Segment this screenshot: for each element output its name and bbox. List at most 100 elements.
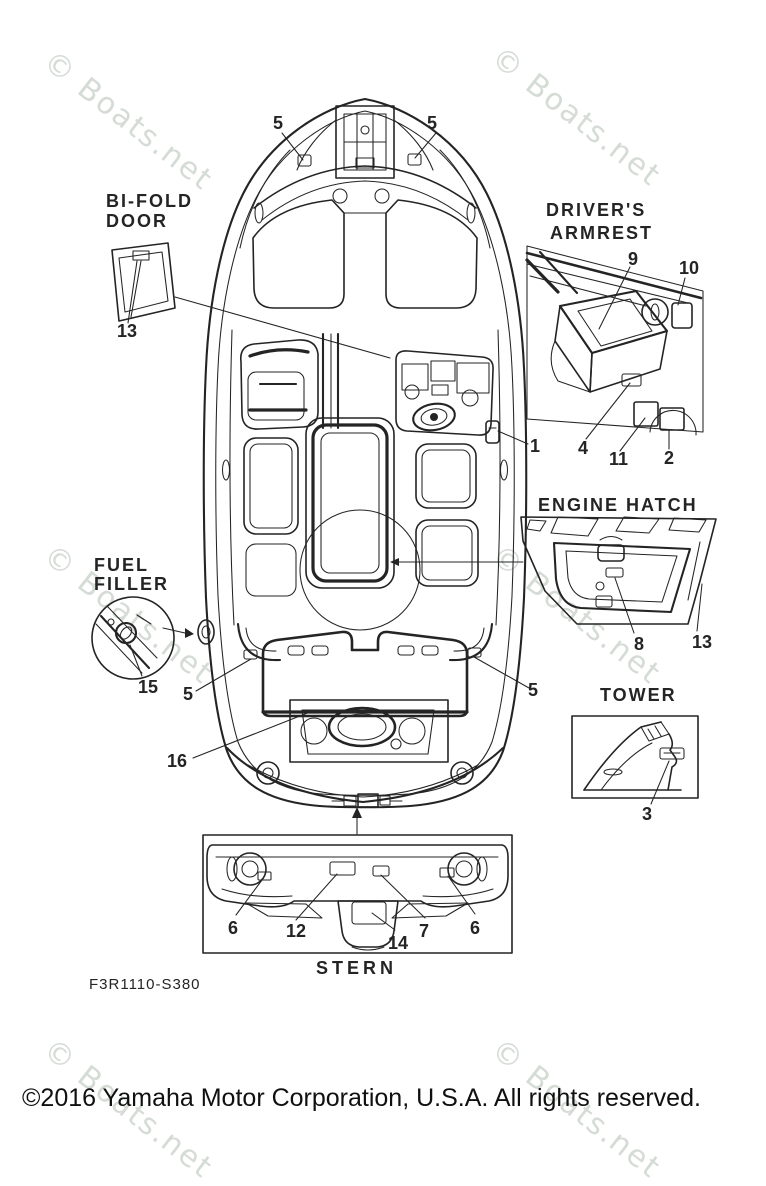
callout-13-bifold-label: 13 bbox=[117, 321, 138, 341]
stern-platform bbox=[225, 746, 505, 808]
rear-bench-seat bbox=[261, 630, 469, 718]
port-mid-scupper bbox=[221, 459, 231, 481]
heading-engine-hatch: ENGINE HATCH bbox=[538, 495, 698, 515]
callout-10-label: 10 bbox=[679, 258, 700, 278]
heading-tower: TOWER bbox=[600, 685, 677, 705]
labels-layer: BI-FOLD DOOR DRIVER'S ARMREST ENGINE HAT… bbox=[22, 113, 713, 1112]
fuel-filler-cap bbox=[197, 619, 215, 645]
leader-7 bbox=[380, 874, 426, 919]
heading-fuel-line1: FUEL bbox=[94, 555, 149, 575]
jet-pump bbox=[337, 900, 399, 948]
steering-wheel bbox=[412, 402, 456, 432]
stbd-mid-scupper bbox=[499, 459, 509, 481]
helm-console bbox=[395, 350, 494, 436]
callout-12-label: 12 bbox=[286, 921, 307, 941]
callout-3-label: 3 bbox=[642, 804, 653, 824]
callout-6-left-target bbox=[257, 871, 272, 881]
callout-5-bow-stbd-label: 5 bbox=[427, 113, 438, 133]
leader-13-bifold bbox=[127, 260, 138, 324]
stern-detail bbox=[202, 807, 513, 954]
leader-12 bbox=[295, 873, 338, 921]
arrowhead-engine-hatch bbox=[390, 558, 399, 566]
leader-4 bbox=[585, 382, 631, 440]
callout-5-mid-port-label: 5 bbox=[183, 684, 194, 704]
callout-4-label: 4 bbox=[578, 438, 589, 458]
drivers-armrest-detail bbox=[525, 245, 704, 452]
bow-windlass bbox=[296, 105, 434, 179]
hatch-latch bbox=[597, 544, 625, 562]
armrest-vent bbox=[641, 298, 669, 326]
callout-8-label: 8 bbox=[634, 634, 645, 654]
parts-diagram-page: { "page": { "part_code": "F3R1110-S380",… bbox=[22, 40, 717, 1186]
leader-8 bbox=[614, 577, 635, 634]
heading-armrest-line2: ARMREST bbox=[550, 223, 653, 243]
callout-14-target bbox=[351, 901, 387, 925]
port-console bbox=[239, 339, 319, 430]
fuel-cap-detail bbox=[114, 621, 138, 645]
leader-fuel-arrow bbox=[162, 627, 186, 634]
copyright-text: ©2016 Yamaha Motor Corporation, U.S.A. A… bbox=[22, 1084, 701, 1112]
stern-detail-box bbox=[202, 834, 513, 954]
leader-5-mid-stbd bbox=[473, 656, 530, 689]
callout-16-label: 16 bbox=[167, 751, 188, 771]
part-code: F3R1110-S380 bbox=[89, 976, 201, 993]
stbd-bow-scupper bbox=[466, 202, 476, 224]
callout-6-left-label: 6 bbox=[228, 918, 239, 938]
callout-11-label: 11 bbox=[609, 449, 629, 469]
leader-5-mid-port bbox=[195, 658, 252, 692]
callout-3-target bbox=[659, 747, 685, 760]
callout-5-bow-port-target bbox=[297, 154, 312, 167]
callout-7-target bbox=[372, 865, 390, 877]
leader-5-bow-port bbox=[281, 132, 304, 161]
port-bow-scupper bbox=[254, 202, 264, 224]
callout-14-label: 14 bbox=[388, 933, 409, 953]
callout-15-label: 15 bbox=[138, 677, 159, 697]
callout-11-target bbox=[633, 401, 659, 427]
side-compartments bbox=[243, 437, 479, 597]
engine-hatch-highlight-circle bbox=[299, 509, 421, 631]
leader-16 bbox=[192, 711, 311, 759]
arrowhead-fuel bbox=[185, 628, 194, 638]
callout-12-target bbox=[329, 861, 356, 876]
callout-2-label: 2 bbox=[664, 448, 675, 468]
leader-3 bbox=[650, 760, 670, 805]
leader-bifold-to-boat bbox=[174, 296, 391, 359]
callout-1-label: 1 bbox=[530, 436, 541, 456]
callout-6-right-label: 6 bbox=[470, 918, 481, 938]
heading-bifold-line1: BI-FOLD bbox=[106, 191, 193, 211]
bifold-door-detail bbox=[111, 242, 391, 359]
engine-hatch-detail bbox=[520, 516, 717, 634]
leader-5-bow-stbd bbox=[414, 132, 437, 159]
leader-11 bbox=[619, 417, 646, 452]
callout-7-label: 7 bbox=[419, 921, 430, 941]
callout-9-label: 9 bbox=[628, 249, 639, 269]
heading-stern: STERN bbox=[316, 958, 398, 978]
callout-10-target bbox=[671, 302, 693, 329]
tower-detail-box bbox=[571, 715, 699, 799]
leader-10 bbox=[677, 277, 686, 306]
arrowhead-stern bbox=[352, 807, 362, 818]
fuel-filler-detail bbox=[91, 596, 194, 680]
callout-5-mid-stbd-label: 5 bbox=[528, 680, 539, 700]
leader-6-left bbox=[235, 879, 263, 916]
callout-8-target bbox=[605, 567, 624, 578]
leader-9 bbox=[598, 266, 631, 330]
leader-15 bbox=[129, 644, 143, 677]
callout-4-target bbox=[621, 373, 642, 387]
callout-2-target bbox=[659, 407, 685, 431]
center-floor-hatch bbox=[305, 417, 395, 589]
boat-top-view bbox=[192, 97, 530, 809]
bow-seating bbox=[252, 165, 478, 309]
callout-5-bow-port-label: 5 bbox=[273, 113, 284, 133]
leader-14 bbox=[371, 912, 396, 931]
callout-13-hatch-label: 13 bbox=[692, 632, 713, 652]
heading-bifold-line2: DOOR bbox=[106, 211, 168, 231]
aft-engine-deck bbox=[289, 699, 449, 763]
callout-6-right-target bbox=[439, 867, 455, 878]
leader-6-right bbox=[447, 875, 476, 915]
tower-detail bbox=[571, 715, 699, 805]
heading-armrest-line1: DRIVER'S bbox=[546, 200, 647, 220]
leader-13-hatch bbox=[696, 583, 703, 632]
heading-fuel-line2: FILLER bbox=[94, 574, 169, 594]
leader-1 bbox=[497, 430, 529, 445]
